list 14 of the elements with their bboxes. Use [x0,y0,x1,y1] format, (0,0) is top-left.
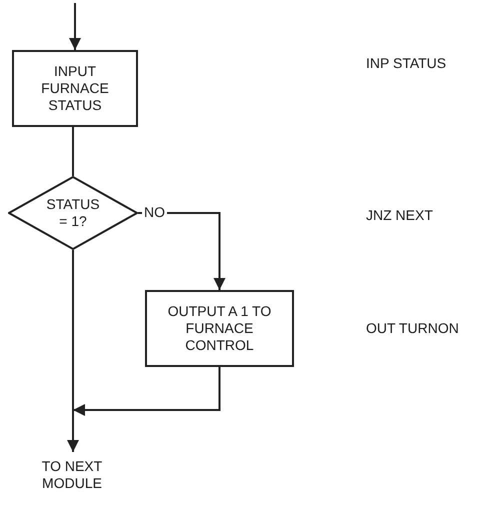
node-text: TO NEXT MODULE [40,458,104,492]
node-text: INPUT FURNACE STATUS [40,63,110,114]
edge-label: NO [142,204,167,220]
node-text: OUTPUT A 1 TO FURNACE CONTROL [166,303,272,354]
code-label: OUT TURNON [366,320,459,336]
arrow [67,250,79,452]
arrow [73,367,220,416]
node-text: STATUS = 1? [45,196,101,230]
code-label: JNZ NEXT [366,207,433,223]
process-box [145,290,294,367]
arrow [69,3,81,50]
code-label: INP STATUS [366,55,446,71]
process-box [12,50,138,127]
decision-diamond [8,176,138,250]
